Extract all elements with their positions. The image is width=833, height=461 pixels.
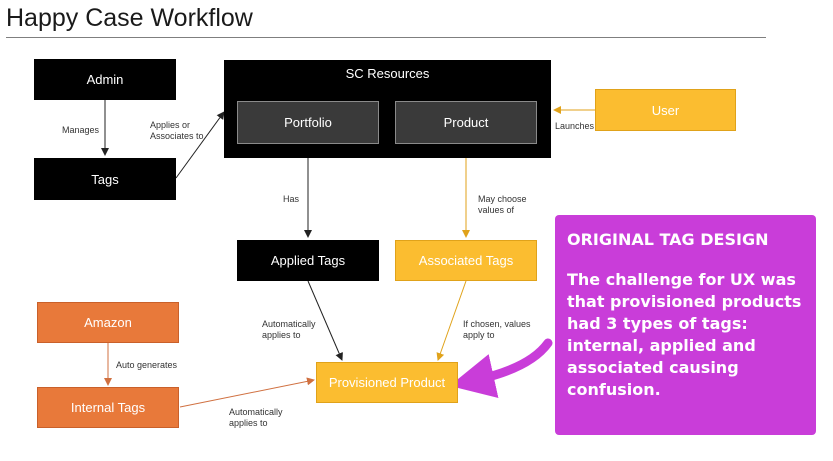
amazon-node: Amazon (37, 302, 179, 343)
edge-applied-provisioned (307, 280, 343, 361)
edge-tags-sc (175, 111, 225, 179)
edge-label-applies-associates: Applies or Associates to (150, 120, 204, 141)
admin-label: Admin (86, 72, 124, 87)
edge-label-if-chosen: If chosen, values apply to (463, 319, 531, 340)
title-divider (6, 37, 766, 38)
associated-tags-node: Associated Tags (395, 240, 537, 281)
edge-label-has: Has (283, 194, 300, 204)
edge-label-may-choose: May choose values of (478, 194, 527, 215)
admin-node: Admin (34, 59, 176, 100)
product-label: Product (443, 115, 489, 130)
portfolio-node: Portfolio (237, 101, 379, 144)
callout-box: ORIGINAL TAG DESIGN The challenge for UX… (555, 215, 816, 435)
sc-resources-title: SC Resources (345, 66, 430, 81)
tags-node: Tags (34, 158, 176, 200)
internal-tags-node: Internal Tags (37, 387, 179, 428)
provisioned-product-node: Provisioned Product (316, 362, 458, 403)
applied-tags-label: Applied Tags (270, 253, 346, 268)
provisioned-product-label: Provisioned Product (328, 375, 446, 390)
page-title: Happy Case Workflow (6, 4, 253, 32)
amazon-label: Amazon (84, 315, 132, 330)
edge-label-manages: Manages (62, 125, 100, 135)
user-label: User (651, 102, 680, 118)
internal-tags-label: Internal Tags (70, 400, 146, 415)
portfolio-label: Portfolio (284, 115, 332, 130)
edge-label-automatically-applies-1: Automatically applies to (262, 319, 316, 340)
user-node: User (595, 89, 736, 131)
callout-body: The challenge for UX was that provisione… (567, 270, 802, 399)
callout-heading: ORIGINAL TAG DESIGN (567, 230, 769, 249)
edge-associated-provisioned (436, 280, 467, 361)
edge-label-auto-generates: Auto generates (116, 360, 178, 370)
product-node: Product (395, 101, 537, 144)
tags-label: Tags (91, 171, 119, 187)
edge-label-launches: Launches (555, 121, 595, 131)
edge-label-automatically-applies-2: Automatically applies to (229, 407, 283, 428)
associated-tags-label: Associated Tags (418, 253, 514, 268)
callout-pointer-arrow (449, 338, 553, 399)
applied-tags-node: Applied Tags (237, 240, 379, 281)
edge-internal-provisioned (179, 377, 315, 408)
